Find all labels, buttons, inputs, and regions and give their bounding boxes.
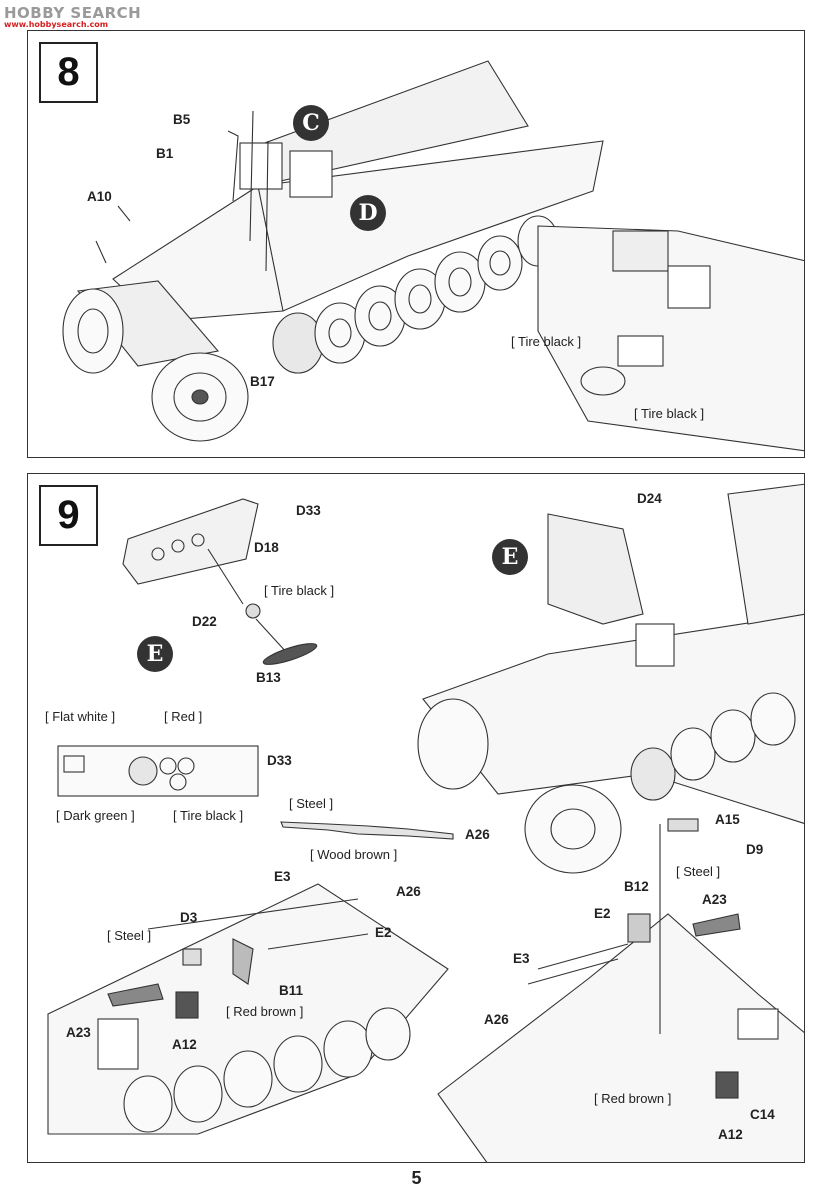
paint-note-tire-black-d33: [ Tire black ]: [173, 808, 244, 823]
part-label-d24: D24: [637, 491, 662, 506]
part-label-a15: A15: [715, 812, 740, 827]
paint-note-wood-brown: [ Wood brown ]: [310, 847, 398, 862]
part-label-b5: B5: [173, 112, 191, 127]
part-label-b13: B13: [256, 670, 281, 685]
part-label-b11: B11: [279, 983, 304, 998]
part-label-a26-rifle: A26: [465, 827, 490, 842]
paint-note-tire-black-2: [ Tire black ]: [634, 406, 705, 421]
paint-note-red-brown-left: [ Red brown ]: [226, 1004, 304, 1019]
part-label-d18: D18: [254, 540, 279, 555]
part-label-e2-left: E2: [375, 925, 392, 940]
part-label-e3-left: E3: [274, 869, 291, 884]
step-8-illustration: [62, 60, 804, 452]
part-label-a12-left: A12: [172, 1037, 197, 1052]
part-label-a26-left: A26: [396, 884, 421, 899]
paint-note-tire-black-d18: [ Tire black ]: [264, 583, 335, 598]
paint-note-flat-white: [ Flat white ]: [45, 709, 116, 724]
step-9-number: 9: [39, 485, 98, 546]
paint-note-steel-right: [ Steel ]: [676, 864, 721, 879]
watermark-url: www.hobbysearch.com: [4, 20, 109, 29]
part-label-e3-right: E3: [513, 951, 530, 966]
callout-c: C: [293, 105, 329, 141]
part-label-d22: D22: [192, 614, 217, 629]
part-label-a10: A10: [87, 189, 112, 204]
part-label-c14: C14: [750, 1107, 775, 1122]
part-label-e2-right: E2: [594, 906, 611, 921]
callout-e-dashboard: E: [137, 636, 173, 672]
part-label-b17: B17: [250, 374, 275, 389]
step-8-number: 8: [39, 42, 98, 103]
part-label-b1: B1: [156, 146, 174, 161]
part-label-d33-detail: D33: [267, 753, 292, 768]
paint-note-red: [ Red ]: [164, 709, 203, 724]
paint-note-tire-black-1: [ Tire black ]: [511, 334, 582, 349]
part-label-a12-right: A12: [718, 1127, 743, 1142]
part-label-a26-right: A26: [484, 1012, 509, 1027]
step-8-panel: 8 C D B5 B1 A10 B17 [ Tire black ] [ Tir…: [27, 30, 805, 458]
paint-note-steel-rifle: [ Steel ]: [289, 796, 334, 811]
part-label-d33-top: D33: [296, 503, 321, 518]
step-9-panel: 9 E E D24 D33 D18 D22 B13 D33 A26 A15 D9…: [27, 473, 805, 1163]
paint-note-red-brown-right: [ Red brown ]: [594, 1091, 672, 1106]
page-number: 5: [411, 1168, 422, 1188]
watermark: HOBBY SEARCH www.hobbysearch.com: [4, 4, 141, 29]
paint-note-dark-green: [ Dark green ]: [56, 808, 135, 823]
part-label-d3: D3: [180, 910, 198, 925]
part-label-a23-right: A23: [702, 892, 727, 907]
watermark-logo: HOBBY SEARCH: [4, 4, 142, 22]
step-9-illustration: [47, 483, 804, 1162]
part-label-a23-left: A23: [66, 1025, 91, 1040]
part-label-b12: B12: [624, 879, 649, 894]
callout-d: D: [350, 195, 386, 231]
callout-e-vehicle: E: [492, 539, 528, 575]
paint-note-steel-left: [ Steel ]: [107, 928, 152, 943]
part-label-d9: D9: [746, 842, 764, 857]
